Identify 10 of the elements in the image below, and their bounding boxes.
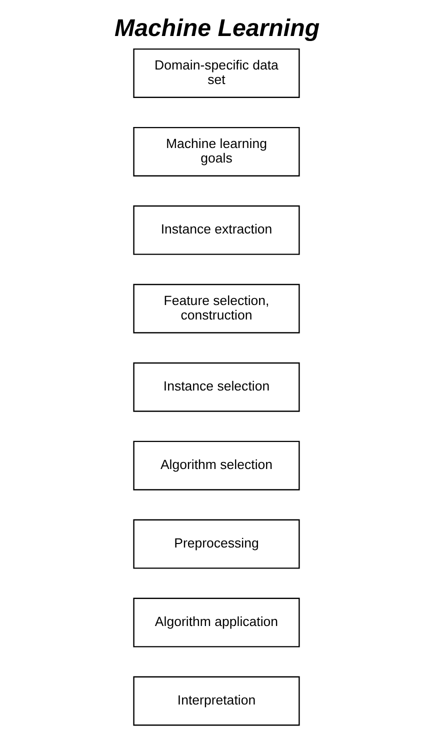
node-box: Domain-specific data set: [132, 48, 300, 98]
node-box: Machine learning goals: [132, 126, 300, 176]
node-box: Preprocessing: [132, 519, 300, 569]
node-box: Feature selection, construction: [132, 284, 300, 334]
node-box: Instance extraction: [132, 205, 300, 255]
diagram-title: Machine Learning: [114, 14, 320, 42]
node-box: Algorithm selection: [132, 440, 300, 490]
node-box: Algorithm application: [132, 598, 300, 648]
node-box: Interpretation: [132, 676, 300, 726]
node-box: Instance selection: [132, 362, 300, 412]
